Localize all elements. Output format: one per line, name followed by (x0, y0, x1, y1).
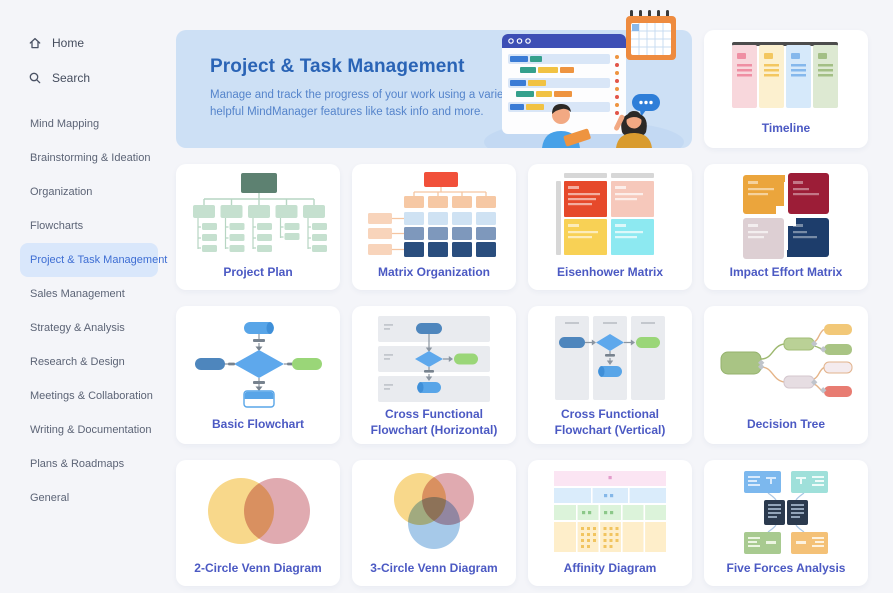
hero-banner: Project & Task Management Manage and tra… (176, 10, 692, 148)
sidebar-item-research-design[interactable]: Research & Design (30, 356, 125, 368)
sidebar-item-sales-management[interactable]: Sales Management (30, 288, 125, 300)
hero-description: Manage and track the progress of your wo… (210, 89, 526, 119)
sidebar-item-home[interactable]: Home (28, 30, 172, 56)
sidebar-item-plans-roadmaps[interactable]: Plans & Roadmaps (30, 458, 125, 470)
card-affinity-diagram[interactable]: Affinity Diagram (528, 460, 692, 586)
card-impact-effort-matrix[interactable]: Impact Effort Matrix (704, 164, 868, 290)
sidebar: Home Search Mind Mapping Brainstorming &… (0, 0, 172, 593)
sidebar-item-strategy-analysis[interactable]: Strategy & Analysis (30, 322, 125, 334)
sidebar-item-project-task-management[interactable]: Project & Task Management (20, 243, 167, 277)
card-label: Basic Flowchart (211, 416, 305, 431)
eisenhower-matrix-thumbnail (528, 164, 692, 262)
template-gallery: Project & Task Management Manage and tra… (172, 0, 893, 593)
card-label: Cross Functional Flowchart (Vertical) (554, 407, 666, 438)
card-label: Eisenhower Matrix (556, 265, 664, 279)
card-timeline[interactable]: Timeline (704, 30, 868, 148)
project-plan-thumbnail (176, 164, 340, 262)
sidebar-item-writing-documentation[interactable]: Writing & Documentation (30, 424, 152, 436)
card-label: Impact Effort Matrix (729, 265, 843, 279)
sidebar-item-flowcharts[interactable]: Flowcharts (30, 220, 84, 232)
sidebar-home-label: Home (52, 36, 85, 50)
sidebar-search-label: Search (52, 71, 91, 85)
card-five-forces-analysis[interactable]: Five Forces Analysis (704, 460, 868, 586)
decision-tree-thumbnail (704, 306, 868, 414)
sidebar-category-list: Mind Mapping Brainstorming & Ideation Or… (0, 107, 172, 515)
affinity-diagram-thumbnail (528, 460, 692, 558)
impact-effort-matrix-thumbnail (704, 164, 868, 262)
card-cross-functional-flowchart-vertical[interactable]: Cross Functional Flowchart (Vertical) (528, 306, 692, 444)
card-basic-flowchart[interactable]: Basic Flowchart (176, 306, 340, 444)
cross-functional-vertical-thumbnail (528, 306, 692, 404)
card-label: Project Plan (223, 265, 293, 279)
card-decision-tree[interactable]: Decision Tree (704, 306, 868, 444)
cross-functional-horizontal-thumbnail (352, 306, 516, 404)
hero-illustration (484, 10, 684, 148)
card-label: Timeline (761, 120, 811, 135)
card-label: 3-Circle Venn Diagram (370, 561, 498, 575)
card-label: Affinity Diagram (563, 561, 657, 575)
3-circle-venn-thumbnail (352, 460, 516, 558)
sidebar-item-general[interactable]: General (30, 492, 70, 504)
sidebar-item-organization[interactable]: Organization (30, 186, 93, 198)
sidebar-item-brainstorming-ideation[interactable]: Brainstorming & Ideation (30, 152, 151, 164)
matrix-organization-thumbnail (352, 164, 516, 262)
home-icon (29, 37, 41, 49)
card-matrix-organization[interactable]: Matrix Organization (352, 164, 516, 290)
sidebar-item-search[interactable]: Search (28, 65, 172, 91)
card-label: Cross Functional Flowchart (Horizontal) (370, 407, 498, 438)
card-cross-functional-flowchart-horizontal[interactable]: Cross Functional Flowchart (Horizontal) (352, 306, 516, 444)
2-circle-venn-thumbnail (176, 460, 340, 558)
hero-title: Project & Task Management (210, 56, 465, 77)
card-label: Five Forces Analysis (726, 561, 846, 575)
sidebar-item-meetings-collaboration[interactable]: Meetings & Collaboration (30, 390, 153, 402)
card-label: 2-Circle Venn Diagram (194, 561, 322, 575)
card-project-plan[interactable]: Project Plan (176, 164, 340, 290)
five-forces-thumbnail (704, 460, 868, 558)
card-label: Decision Tree (746, 416, 826, 431)
sidebar-item-mind-mapping[interactable]: Mind Mapping (30, 118, 100, 130)
search-icon (29, 72, 41, 84)
timeline-thumbnail (704, 30, 868, 118)
card-2-circle-venn-diagram[interactable]: 2-Circle Venn Diagram (176, 460, 340, 586)
basic-flowchart-thumbnail (176, 306, 340, 414)
card-label: Matrix Organization (377, 265, 490, 279)
card-3-circle-venn-diagram[interactable]: 3-Circle Venn Diagram (352, 460, 516, 586)
card-eisenhower-matrix[interactable]: Eisenhower Matrix (528, 164, 692, 290)
